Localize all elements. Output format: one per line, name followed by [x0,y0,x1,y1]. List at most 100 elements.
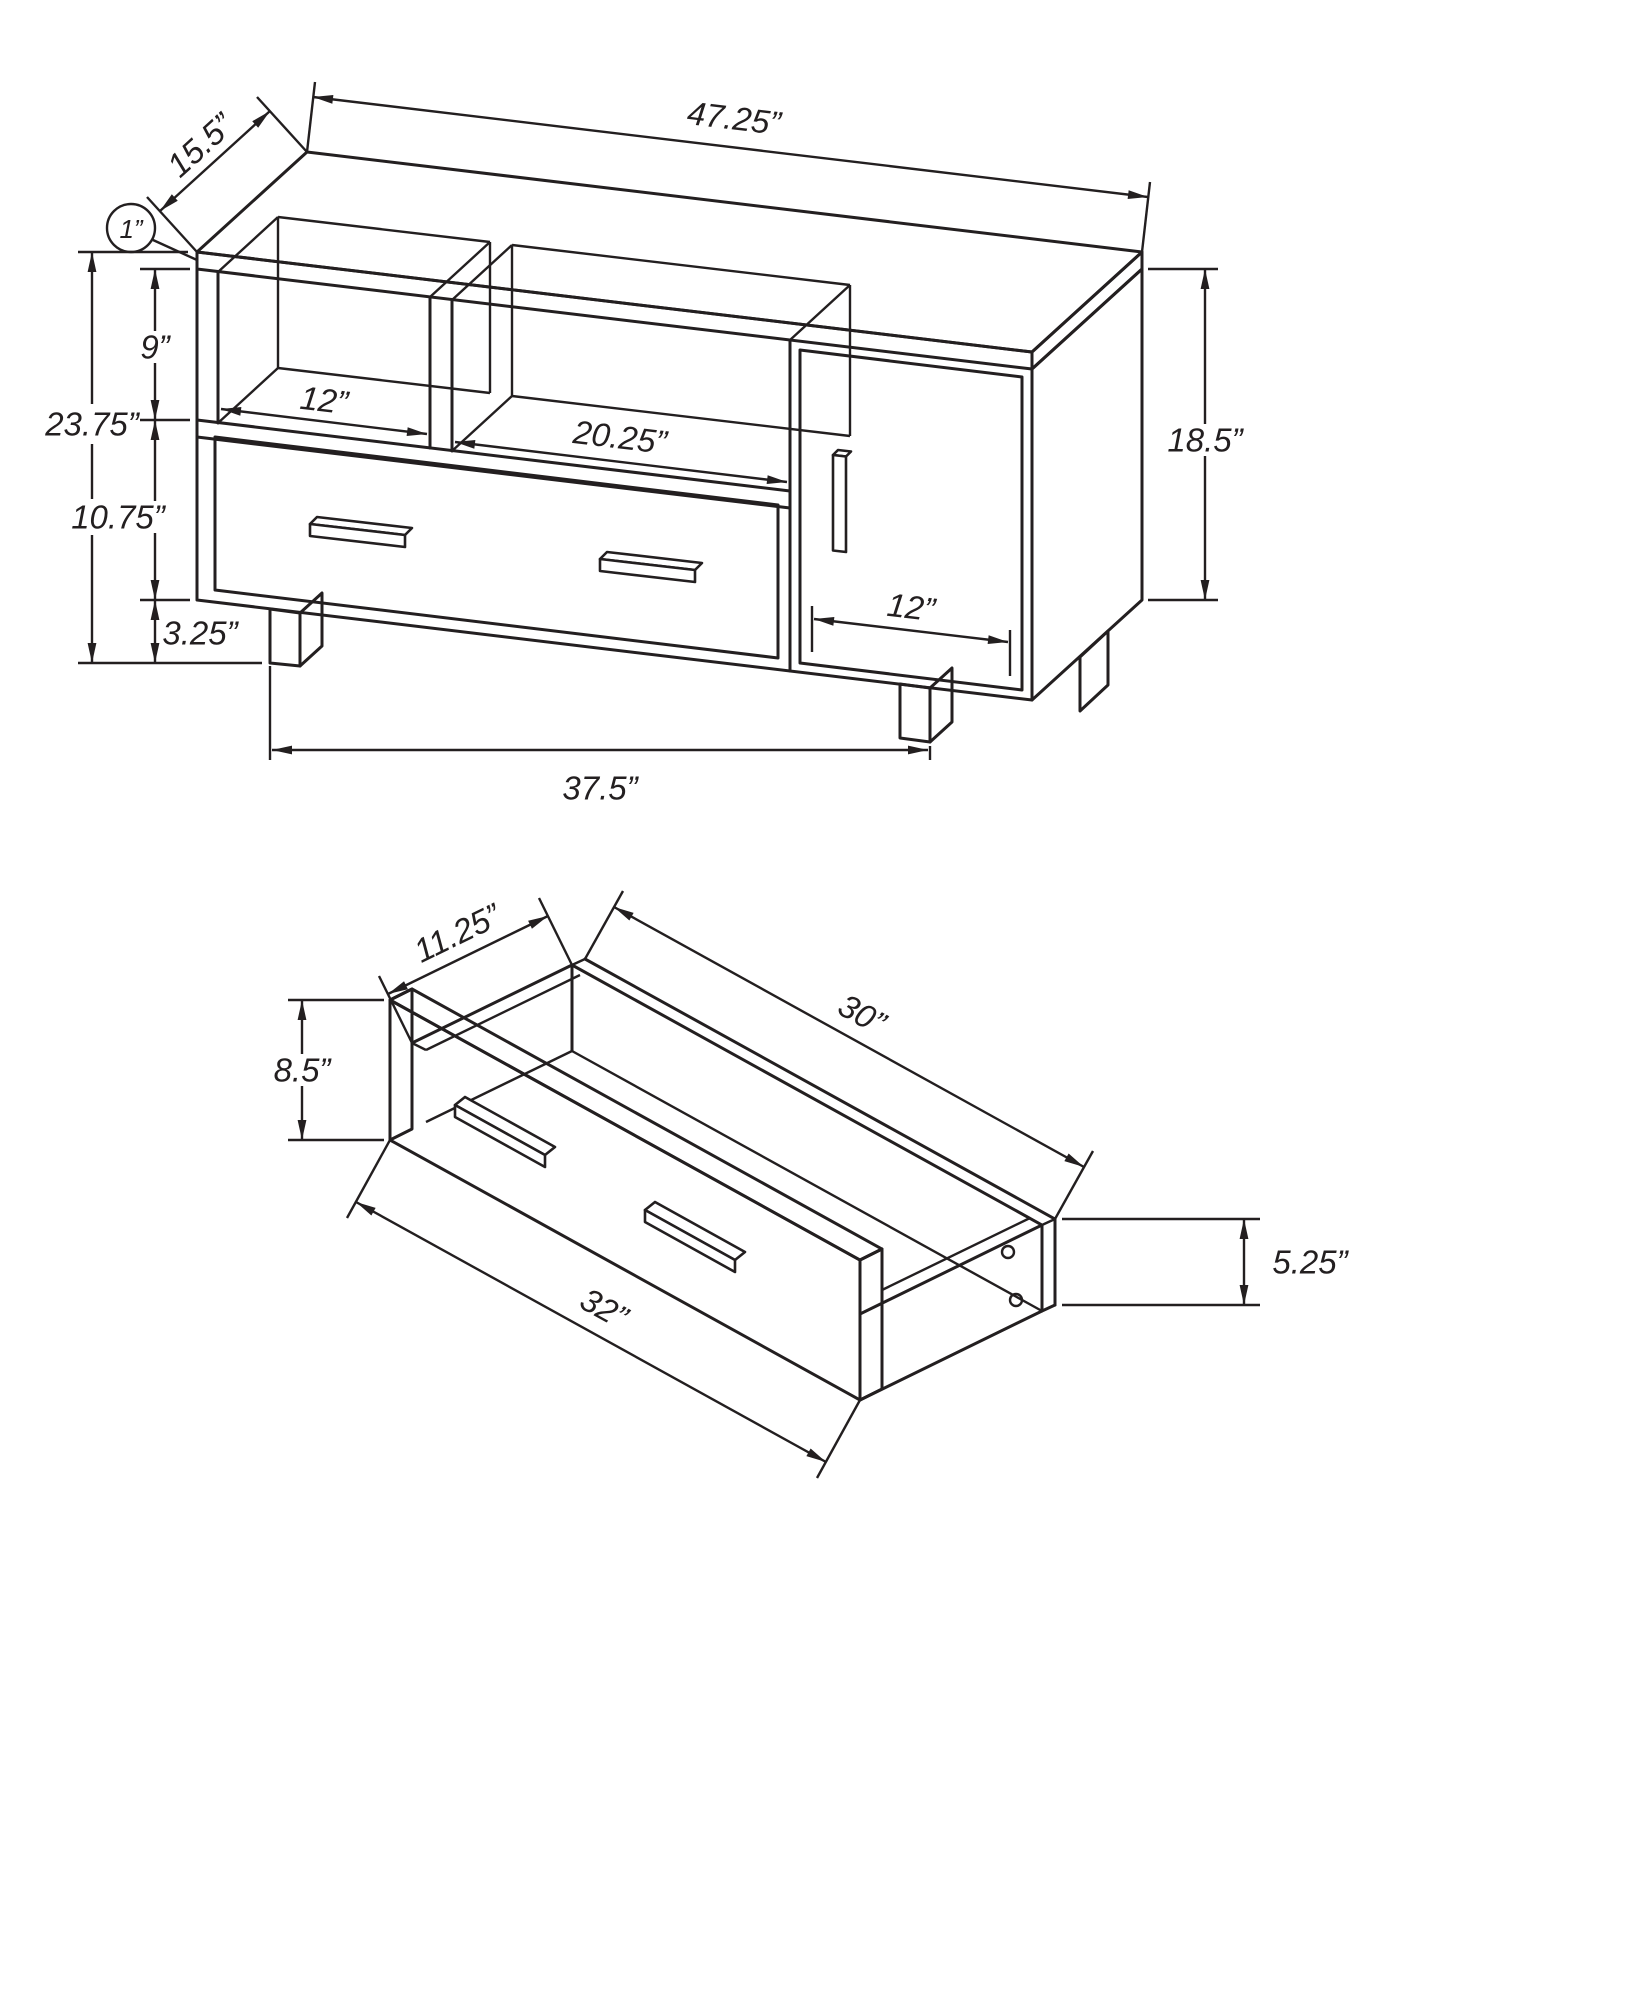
left-cubby-top-depth-line [217,216,279,273]
dimension-line [159,110,271,212]
right-front-leg-front [898,682,932,744]
dim-base-width: 37.5” [268,666,932,807]
dimension-line [613,905,1085,1169]
tv-stand-view: 15.5” 47.25” 1” 23.75” [44,81,1245,807]
extension-line [1140,181,1152,253]
dim-front-height: 8.5” [274,998,384,1142]
top-panel-front-face [195,250,1034,371]
dim-leg-height: 3.25” [150,600,240,663]
divider-top-depth-line [429,241,491,298]
tv-stand-cabinet [195,267,1144,702]
dimension-line [355,1200,827,1464]
tv-stand-door [798,348,1024,692]
shelf-front-edge [195,418,792,493]
drawer-screw-hole [1000,1244,1016,1260]
left-leg-front [268,607,302,668]
front-panel-right-end [858,1247,884,1402]
drawer-front-panel [388,987,884,1402]
right-wall-outer-face [858,1223,1044,1402]
left-leg-side [298,591,324,668]
dim-left-shelf-width-label: 12” [298,379,352,422]
dim-top-thickness-label: 1” [119,214,143,244]
dim-box-length: 30” [583,890,1095,1220]
extension-line [583,890,625,960]
front-panel-face [388,998,862,1402]
dim-front-height-label: 8.5” [274,1052,333,1089]
extension-line [1053,1150,1095,1220]
left-cubby-back-bottom-edge [277,366,491,395]
dim-open-shelf-height-label: 9” [140,329,171,366]
drawer-handle-right [643,1200,747,1274]
dim-side-panel-height-label: 18.5” [1167,422,1244,459]
back-wall-top-outer-edge [583,957,1057,1221]
cabinet-front-outline [195,267,1034,702]
dim-side-panel-height: 18.5” [1148,267,1245,602]
extension-line [146,196,198,253]
dimension-line [312,95,1149,199]
right-wall-top-inner-edge [881,1216,1031,1292]
dim-center-shelf-width-label: 20.25” [570,413,670,461]
back-wall-top-right-connector [1041,1217,1056,1227]
back-wall-top-inner-edge [570,963,1044,1227]
drawer-view: 11.25” 30” 8.5” 5.25” [274,890,1350,1479]
dim-left-shelf-width: 12” [220,379,428,436]
right-front-leg-side [928,666,954,744]
dim-door-width-label: 12” [885,586,939,629]
extension-line [305,81,317,153]
center-cubby-back-top-edge [511,243,851,287]
tv-stand-shelf-compartments [217,215,852,452]
handle-front-face [598,557,697,584]
bottom-left-inner-edge [425,1049,573,1124]
cabinet-right-side [1030,267,1144,702]
left-wall-top-outer-edge [410,963,574,1045]
back-wall-base-edge [571,1049,1043,1313]
dim-top-width: 47.25” [305,81,1152,253]
tv-stand-top-panel [195,150,1144,371]
back-wall-right-bottom-edge [1040,1303,1057,1313]
top-panel-right-face [1030,250,1144,371]
dim-leg-height-label: 3.25” [162,615,239,652]
left-wall-top-inner-edge [425,973,581,1052]
left-cubby-back-top-edge [277,215,491,244]
dim-drawer-section-height: 10.75” [71,420,190,602]
dim-side-height-label: 5.25” [1272,1244,1349,1281]
stand-drawer-handle-left [308,515,414,549]
dim-drawer-depth: 11.25” [377,896,574,1044]
leader-line [152,238,198,262]
dim-overall-height-label: 23.75” [44,406,141,443]
extension-line [256,96,308,153]
extension-line [377,975,414,1044]
dim-base-width-label: 37.5” [562,770,639,807]
dim-open-shelf-height: 9” [140,267,190,422]
drawer-box [410,957,1057,1402]
dim-overall-height: 23.75” [44,250,262,665]
door-handle-front [831,453,848,554]
top-panel-top-face [195,150,1144,354]
back-wall-top-left-connector [571,957,586,967]
center-cubby-right-top-depth-line [789,284,851,341]
extension-line [815,1399,862,1479]
handle-front-face [453,1103,547,1169]
extension-line [537,897,574,966]
drawer-handle-left [453,1095,557,1169]
dim-drawer-section-height-label: 10.75” [71,499,167,536]
right-back-leg [1078,629,1110,713]
dimension-line [387,914,549,996]
dim-door-width: 12” [810,586,1012,676]
extension-line [345,1139,392,1219]
dim-drawer-depth-label: 11.25” [408,896,508,970]
front-panel-top-face [388,987,884,1262]
dim-box-length-label: 30” [832,986,893,1042]
left-wall-front-edge [411,1041,427,1052]
stand-drawer-handle-right [598,550,704,584]
center-cubby-top-depth-line [451,244,513,301]
dimension-line [454,440,788,484]
dim-top-width-label: 47.25” [685,94,784,142]
dimension-line [813,616,1009,645]
dimension-line [220,407,428,436]
dim-side-height: 5.25” [1062,1217,1350,1307]
dim-top-depth-label: 15.5” [160,105,242,184]
center-cubby-back-bottom-edge [511,394,851,438]
